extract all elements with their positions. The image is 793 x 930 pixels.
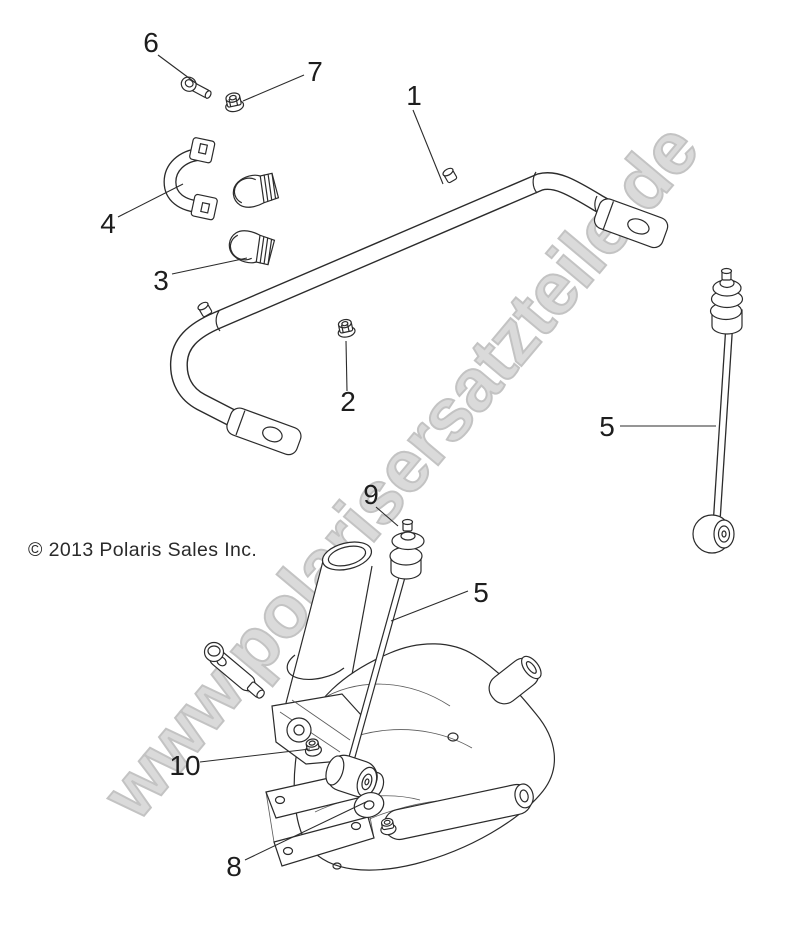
callout-9: 9	[363, 479, 379, 510]
callout-leaders	[117, 54, 716, 861]
callout-2: 2	[340, 386, 356, 417]
callout-6: 6	[143, 27, 159, 58]
stabilizer-bushing-upper	[232, 172, 280, 208]
link-top-bushing	[389, 518, 425, 580]
callout-1: 1	[406, 80, 422, 111]
bar-stud-left	[197, 301, 213, 318]
arm-nut	[380, 817, 397, 836]
bushing-clamp	[163, 137, 218, 221]
callout-3: 3	[153, 265, 169, 296]
pivot-nut	[304, 738, 322, 757]
copyright-text: © 2013 Polaris Sales Inc.	[28, 539, 258, 561]
stabilizer-bushing-lower	[228, 230, 276, 266]
knuckle-bracket	[271, 693, 363, 765]
stabilizer-link-center	[348, 518, 425, 758]
callout-4: 4	[100, 208, 116, 239]
callout-8: 8	[226, 851, 242, 882]
stabilizer-bar	[169, 167, 669, 456]
bar-end-tab-left	[226, 407, 302, 456]
washer	[353, 792, 385, 818]
callout-5-right: 5	[599, 411, 615, 442]
clevis-pin	[203, 641, 265, 699]
callout-7: 7	[307, 56, 323, 87]
pivot-bushing	[325, 754, 385, 799]
callout-5-center: 5	[473, 577, 489, 608]
stabilizer-link-right	[692, 267, 744, 554]
callout-10: 10	[169, 750, 201, 781]
flange-bolt	[180, 76, 212, 99]
bar-stud-right	[442, 167, 458, 184]
bar-end-tab-right	[593, 198, 669, 249]
flange-nut	[337, 318, 356, 338]
flange-nut-small	[225, 92, 245, 113]
